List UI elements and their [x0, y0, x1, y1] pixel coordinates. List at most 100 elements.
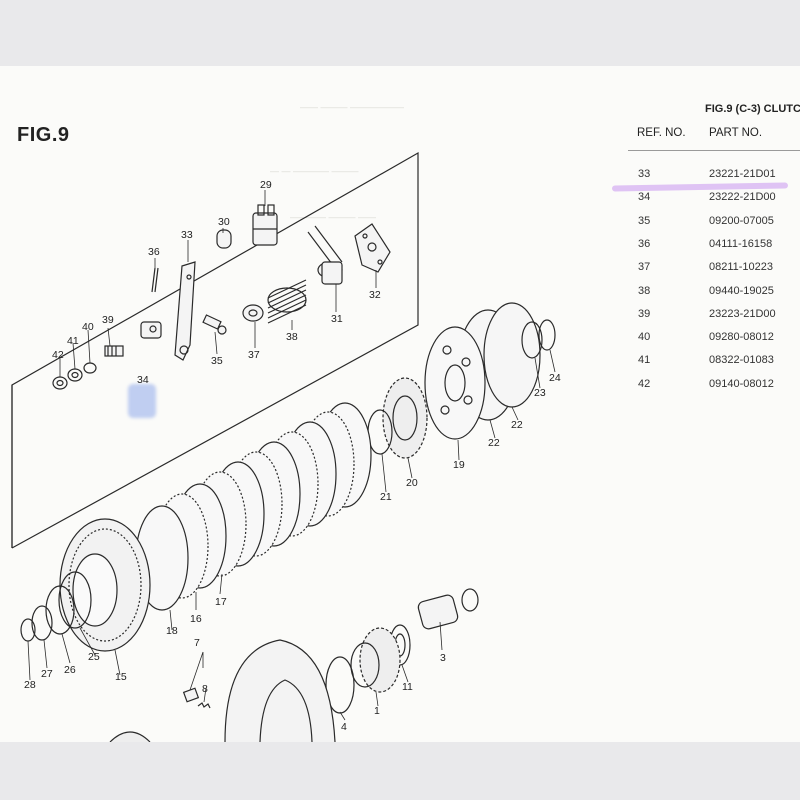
callout-26: 26 — [64, 664, 76, 676]
part-22-plate — [483, 302, 541, 408]
parts-table-row: 42 09140-08012 — [628, 375, 800, 395]
parts-table-row: 39 23223-21D00 — [628, 305, 800, 325]
callout-18: 18 — [166, 625, 178, 637]
callout-20: 20 — [406, 477, 418, 489]
callout-33: 33 — [181, 229, 193, 241]
callout-1: 1 — [374, 705, 380, 717]
part-41-washer — [67, 368, 83, 382]
callout-42: 42 — [52, 349, 64, 361]
callout-22a: 22 — [511, 419, 523, 431]
callout-31: 31 — [331, 313, 343, 325]
bleed-through-text: —— ——— —————— — [300, 102, 405, 112]
callout-16: 16 — [190, 613, 202, 625]
part-3-spacer — [417, 588, 479, 630]
part-no-cell: 09280-08012 — [709, 331, 774, 344]
callout-40: 40 — [82, 321, 94, 333]
part-20-gear — [382, 377, 428, 459]
callout-11: 11 — [402, 681, 413, 693]
table-header-rule — [628, 150, 800, 151]
callout-30: 30 — [218, 216, 230, 228]
parts-table-row: 38 09440-19025 — [628, 282, 800, 302]
part-27-circlip — [31, 605, 53, 641]
part-1-primary-gear — [350, 627, 401, 693]
callout-labels: 29 30 33 36 31 32 38 37 35 39 40 41 42 3… — [24, 179, 561, 733]
part-19-pressure-plate — [424, 326, 486, 440]
callout-3: 3 — [440, 652, 446, 664]
parts-table-row: 41 08322-01083 — [628, 351, 800, 371]
part-15-clutch-housing — [59, 518, 151, 652]
callout-24: 24 — [549, 372, 561, 384]
part-32-plate — [354, 223, 391, 273]
ref-no-cell: 37 — [638, 261, 651, 274]
part-23-bearing — [521, 321, 543, 359]
callout-34: 34 — [137, 374, 149, 386]
parts-table-row: 35 09200-07005 — [628, 212, 800, 232]
callout-17: 17 — [215, 596, 227, 608]
part-no-cell: 09200-07005 — [709, 214, 774, 227]
part-8-spring — [197, 702, 211, 709]
callout-22b: 22 — [488, 437, 500, 449]
callout-4: 4 — [341, 721, 347, 733]
ref-no-cell: 41 — [638, 354, 651, 367]
part-4-circlip — [325, 656, 355, 714]
part-42-nut — [52, 376, 68, 390]
callout-28: 28 — [24, 679, 36, 691]
callout-37: 37 — [248, 349, 260, 361]
callout-29: 29 — [260, 179, 272, 191]
exploded-clutch-diagram: 29 30 33 36 31 32 38 37 35 39 40 41 42 3… — [11, 151, 561, 742]
part-34-screw — [104, 345, 124, 357]
callout-36: 36 — [148, 246, 160, 258]
part-no-cell: 23221-21D01 — [709, 168, 776, 180]
part-no-cell: 09140-08012 — [709, 377, 774, 390]
part-31-shaft — [307, 225, 343, 285]
ref-no-cell: 38 — [638, 284, 651, 297]
callout-25: 25 — [88, 651, 100, 663]
part-30-guide — [216, 229, 232, 249]
table-title: FIG.9 (C-3) CLUTC — [705, 103, 800, 115]
ref-no-cell: 42 — [638, 377, 651, 390]
callout-32: 32 — [369, 289, 381, 301]
ref-no-cell: 34 — [638, 191, 651, 204]
callout-21: 21 — [380, 491, 392, 503]
part-26-washer — [45, 585, 75, 635]
callout-15: 15 — [115, 671, 127, 683]
part-no-cell: 08322-01083 — [709, 354, 774, 367]
gear-partial — [109, 731, 151, 742]
callout-38: 38 — [286, 331, 298, 343]
ref-no-cell: 40 — [638, 331, 651, 344]
part-7-key — [182, 687, 200, 703]
part-35-bolt — [202, 314, 227, 335]
part-39-adjuster — [140, 321, 162, 339]
part-25-bearing — [58, 571, 92, 629]
clutch-plate-stack — [135, 402, 372, 611]
callout-7: 7 — [194, 637, 200, 649]
part-33-release-lever — [174, 261, 196, 361]
callout-19: 19 — [453, 459, 465, 471]
ref-no-cell: 33 — [638, 168, 651, 180]
ref-no-cell: 35 — [638, 214, 651, 227]
parts-table-row: 40 09280-08012 — [628, 328, 800, 348]
parts-table-row: 34 23222-21D00 — [628, 188, 800, 208]
callout-41: 41 — [67, 335, 79, 347]
blue-marker-smudge — [128, 384, 156, 418]
bleed-through-text: ———— ——— —— — [290, 212, 377, 222]
callout-27: 27 — [41, 668, 53, 680]
part-no-cell: 23223-21D00 — [709, 307, 776, 320]
figure-label: FIG.9 — [17, 124, 70, 146]
part-no-cell: 23222-21D00 — [709, 191, 776, 204]
part-36-pin — [151, 267, 159, 293]
callout-23: 23 — [534, 387, 546, 399]
part-no-cell: 04111-16158 — [709, 237, 773, 250]
part-24-circlip — [538, 319, 556, 351]
ref-no-header: REF. NO. — [637, 127, 686, 139]
bleed-through-text: — — ———— ——— — [270, 166, 359, 176]
callout-39: 39 — [102, 314, 114, 326]
part-40-washer — [83, 362, 97, 374]
parts-table-row: 33 23221-21D01 — [628, 165, 800, 185]
part-no-cell: 09440-19025 — [709, 284, 774, 297]
part-no-header: PART NO. — [709, 127, 763, 139]
callout-35: 35 — [211, 355, 223, 367]
part-37-washer — [242, 304, 264, 322]
ref-no-cell: 39 — [638, 307, 651, 320]
